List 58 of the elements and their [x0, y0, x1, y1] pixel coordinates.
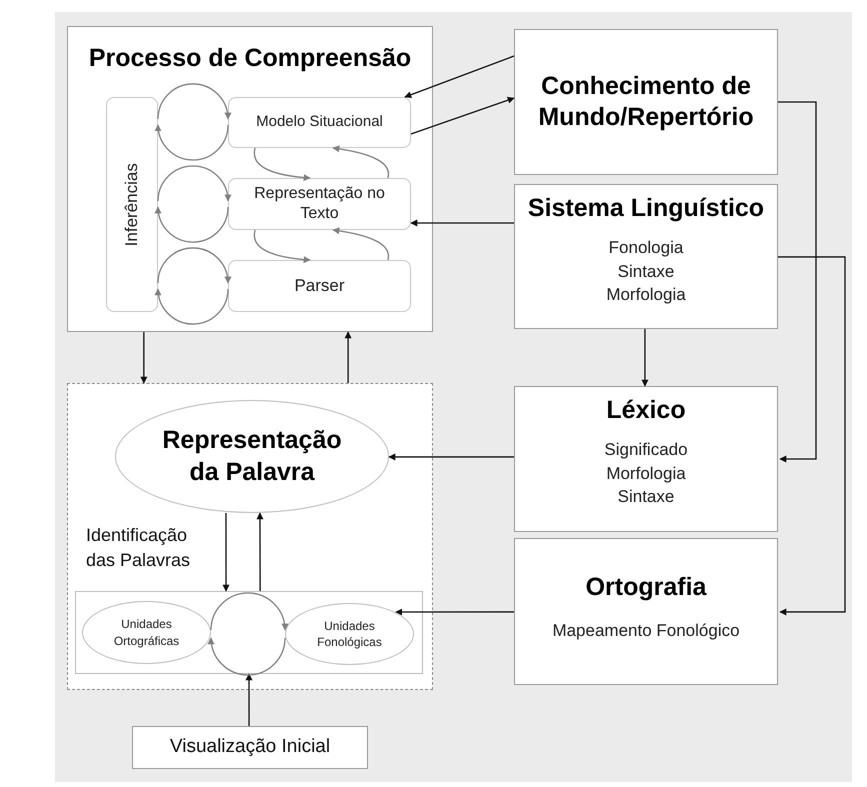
process-panel	[67, 26, 433, 332]
panel-title: Processo de Compreensão	[88, 43, 412, 74]
box-title: Ortografia	[586, 572, 706, 604]
process-box	[514, 386, 778, 532]
process-box	[228, 178, 411, 230]
dashed-group-box	[67, 383, 433, 690]
arrow	[246, 673, 252, 726]
arrow	[256, 512, 264, 591]
process-box	[106, 97, 158, 312]
ellipse-label: Representação da Palavra	[161, 425, 343, 488]
box-label: Visualização Inicial	[170, 735, 330, 760]
list-item: Significado	[604, 439, 688, 462]
process-box	[514, 29, 778, 175]
list-item: Morfologia	[606, 462, 686, 485]
process-box	[228, 97, 411, 148]
box-label: Modelo Situacional	[256, 112, 383, 132]
arrow	[208, 637, 286, 676]
ellipse-label: Unidades Fonológicas	[316, 618, 383, 650]
process-box	[514, 538, 778, 685]
arrow	[157, 83, 232, 120]
box-text: Mapeamento Fonológico	[552, 620, 740, 642]
arrow	[157, 247, 232, 284]
ellipse-label: Unidades Ortográficas	[112, 616, 180, 649]
arrow	[157, 165, 232, 202]
arrow	[154, 288, 229, 325]
list-item: Sintaxe	[618, 486, 674, 508]
list-item: Morfologia	[606, 284, 686, 306]
arrow	[332, 227, 390, 260]
arrow	[210, 592, 288, 631]
arrow	[410, 96, 515, 135]
arrow	[154, 124, 229, 161]
arrow	[254, 148, 311, 181]
arrow	[410, 219, 514, 226]
list-item: Fonologia	[608, 237, 684, 260]
process-box	[228, 260, 411, 312]
box-label: Parser	[294, 275, 345, 298]
box-title: Léxico	[606, 395, 686, 426]
arrow	[344, 331, 352, 383]
process-box	[514, 184, 778, 329]
arrow	[778, 101, 817, 462]
arrow	[222, 513, 230, 592]
list-item: Sintaxe	[618, 260, 674, 283]
text-label: Identificação das Palavras	[86, 524, 192, 572]
arrow	[254, 230, 311, 263]
arrow	[140, 332, 148, 384]
box-title: Sistema Linguístico	[528, 193, 764, 224]
unit-panel	[75, 591, 423, 674]
box-label: Inferências	[121, 162, 142, 246]
box-title: Conhecimento de Mundo/Repertório	[537, 70, 755, 133]
arrow	[404, 55, 514, 98]
arrow	[154, 206, 229, 243]
arrow	[778, 256, 846, 616]
arrow	[641, 329, 648, 387]
box-label: Representação no Texto	[253, 184, 386, 224]
arrow	[388, 453, 514, 460]
arrow	[395, 608, 514, 616]
process-box	[132, 726, 368, 769]
arrow	[332, 145, 390, 178]
